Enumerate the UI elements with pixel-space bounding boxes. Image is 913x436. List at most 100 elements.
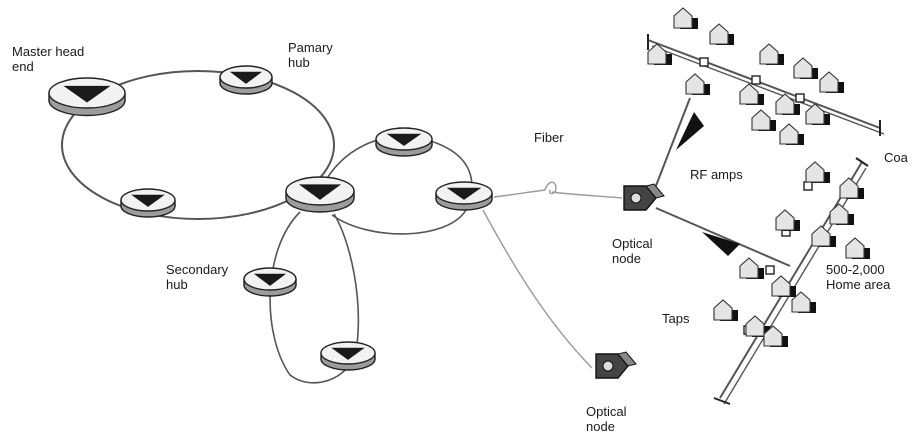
house [713,299,738,321]
network-links [61,70,623,384]
house [811,225,836,247]
house-icon [829,203,849,225]
hub-ring-left [120,188,176,218]
house [775,209,800,231]
house-icon [763,325,783,347]
primary-hub [219,65,273,95]
house-icon [685,73,705,95]
house [759,43,784,65]
house-icon [845,237,865,259]
house-icon [673,7,693,29]
house-icon [805,103,825,125]
hub-ring-right-top [375,127,433,157]
house-icon [779,123,799,145]
hub-ring-lower [320,341,376,371]
house [685,73,710,95]
tap-icon [765,265,775,275]
label-taps: Taps [662,311,690,326]
coax-end-cap [713,397,731,405]
house [673,7,698,29]
house [845,237,870,259]
fiber-link [482,209,593,369]
fiber-link [551,191,623,199]
house [775,93,800,115]
hub-triangle-icon [229,71,263,84]
hub-discs [48,65,493,371]
house [647,43,672,65]
optical-node-side [645,183,665,199]
homes [647,7,870,347]
house-icon [791,291,811,313]
hub-triangle-icon [331,347,365,360]
hub-triangle-icon [131,194,165,207]
optical-feed-hub [435,181,493,211]
coax-distribution [647,34,885,405]
label-fiber: Fiber [534,130,564,145]
house [745,315,770,337]
house-icon [739,257,759,279]
house [819,71,844,93]
house [805,103,830,125]
house-icon [739,83,759,105]
house-icon [745,315,765,337]
secondary-ring-right [321,135,473,235]
house [779,123,804,145]
label-secondary-hub: Secondary hub [166,262,229,292]
optical-node-side [617,351,637,367]
central-hub [285,176,355,213]
label-rf-amps: RF amps [690,167,743,182]
house [771,275,796,297]
fiber-loop [544,181,557,195]
optical-node-lens [630,192,642,204]
rf-amplifier-arrow-icon [676,112,704,150]
hub-triangle-icon [63,85,111,103]
house-icon [805,161,825,183]
house-icon [751,109,771,131]
optical-node-secondary [595,351,637,379]
tap-icon [795,93,805,103]
tap-icon [803,181,813,191]
coax-line [655,207,791,267]
house [839,177,864,199]
tap-icon [699,57,709,67]
label-optical-node-1: Optical node [612,236,653,266]
house-icon [839,177,859,199]
house [739,257,764,279]
house [829,203,854,225]
hub-triangle-icon [386,133,422,146]
house-icon [793,57,813,79]
house-icon [811,225,831,247]
optical-node-lens [602,360,614,372]
house-icon [759,43,779,65]
label-primary-hub: Pamary hub [288,40,333,70]
hub-triangle-icon [253,273,287,286]
label-optical-node-2: Optical node [586,404,627,434]
tap-icon [751,75,761,85]
rf-amplifier-arrow-icon [702,232,740,256]
primary-ring [61,70,335,220]
house [805,161,830,183]
label-home-area: 500-2,000 Home area [826,262,891,292]
house-icon [713,299,733,321]
coax-end-cap [855,157,869,167]
house [709,23,734,45]
house-icon [775,209,795,231]
master-head-end-hub [48,77,126,117]
coax-line [647,39,881,129]
fiber-link [493,189,546,198]
hub-triangle-icon [298,184,342,200]
secondary-hub [243,267,297,297]
coax-line [651,45,885,135]
coax-line [719,161,863,399]
house-icon [775,93,795,115]
coax-line [651,97,691,197]
optical-nodes [595,183,665,379]
optical-node-primary [623,183,665,211]
label-coax: Coa [884,150,908,165]
hub-triangle-icon [446,187,482,200]
house-icon [647,43,667,65]
house [791,291,816,313]
house [751,109,776,131]
